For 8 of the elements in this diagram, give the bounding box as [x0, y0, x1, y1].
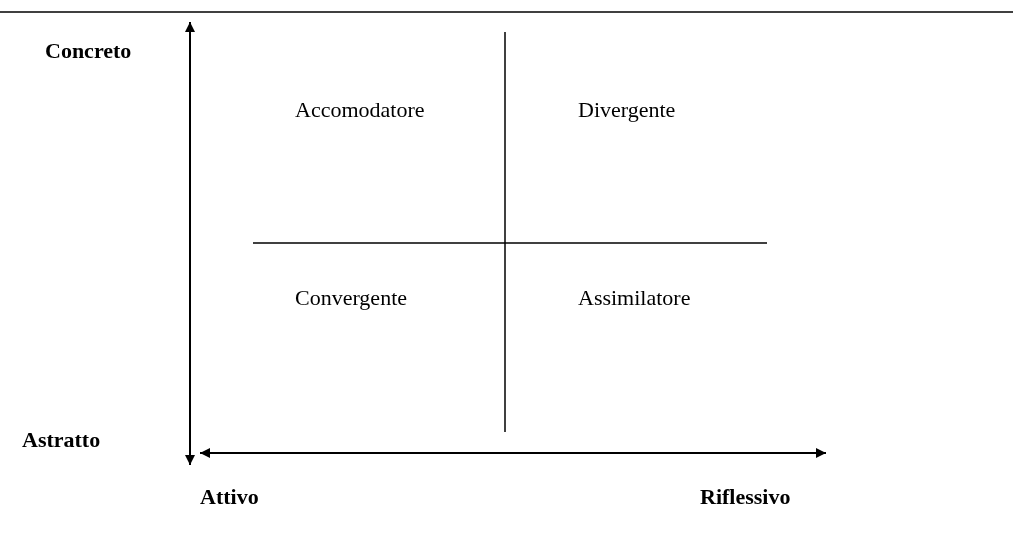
- axis-label: Astratto: [22, 429, 101, 451]
- quadrant-label: Assimilatore: [578, 287, 691, 309]
- quadrant-label: Accomodatore: [295, 99, 425, 121]
- quadrant-label: Convergente: [295, 287, 407, 309]
- axis-label: Concreto: [45, 40, 132, 62]
- axis-label: Riflessivo: [700, 486, 791, 508]
- quadrant-label: Divergente: [578, 99, 676, 121]
- axis-label: Attivo: [200, 486, 259, 508]
